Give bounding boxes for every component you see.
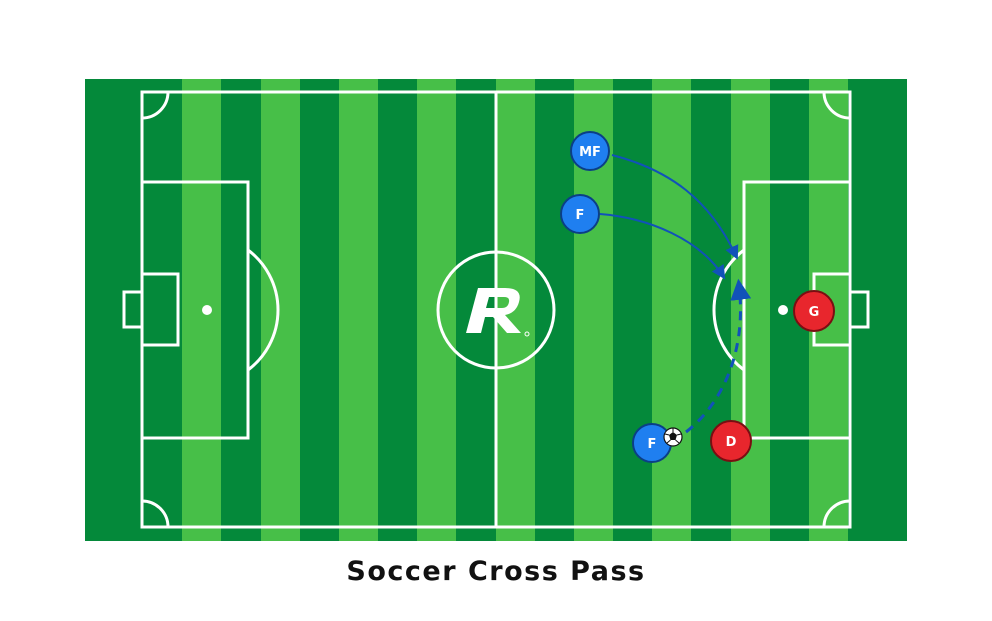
player-d[interactable]: D [710,420,752,462]
diagram-title: Soccer Cross Pass [346,556,646,587]
soccer-field-diagram: MF F F D G [85,79,907,541]
cross-pass-arrow [685,278,752,434]
left-goal [122,290,144,329]
player-label: G [809,305,820,320]
player-f-ball[interactable]: F [632,423,672,463]
corner-arc-bottom-left [141,499,170,528]
right-penalty-spot [778,305,788,315]
right-penalty-arc [712,248,745,372]
player-g[interactable]: G [793,290,835,332]
player-label: MF [579,145,601,160]
center-circle [436,250,556,370]
right-goal [848,290,870,329]
soccer-ball-icon [663,427,683,447]
player-label: F [576,208,585,223]
f-run-arrow [599,213,726,280]
corner-arc-top-left [141,91,170,120]
field-svg: MF F F D G [85,79,907,541]
mf-run-arrow [611,154,739,260]
grass-stripes [182,79,848,541]
player-label: F [648,437,657,452]
corner-arc-top-right [822,91,851,120]
corner-arc-bottom-right [822,499,851,528]
r-logo-icon [466,288,530,337]
player-mf[interactable]: MF [570,131,610,171]
left-penalty-arc [247,248,280,372]
player-f-top[interactable]: F [560,194,600,234]
left-penalty-spot [202,305,212,315]
player-label: D [726,435,737,450]
